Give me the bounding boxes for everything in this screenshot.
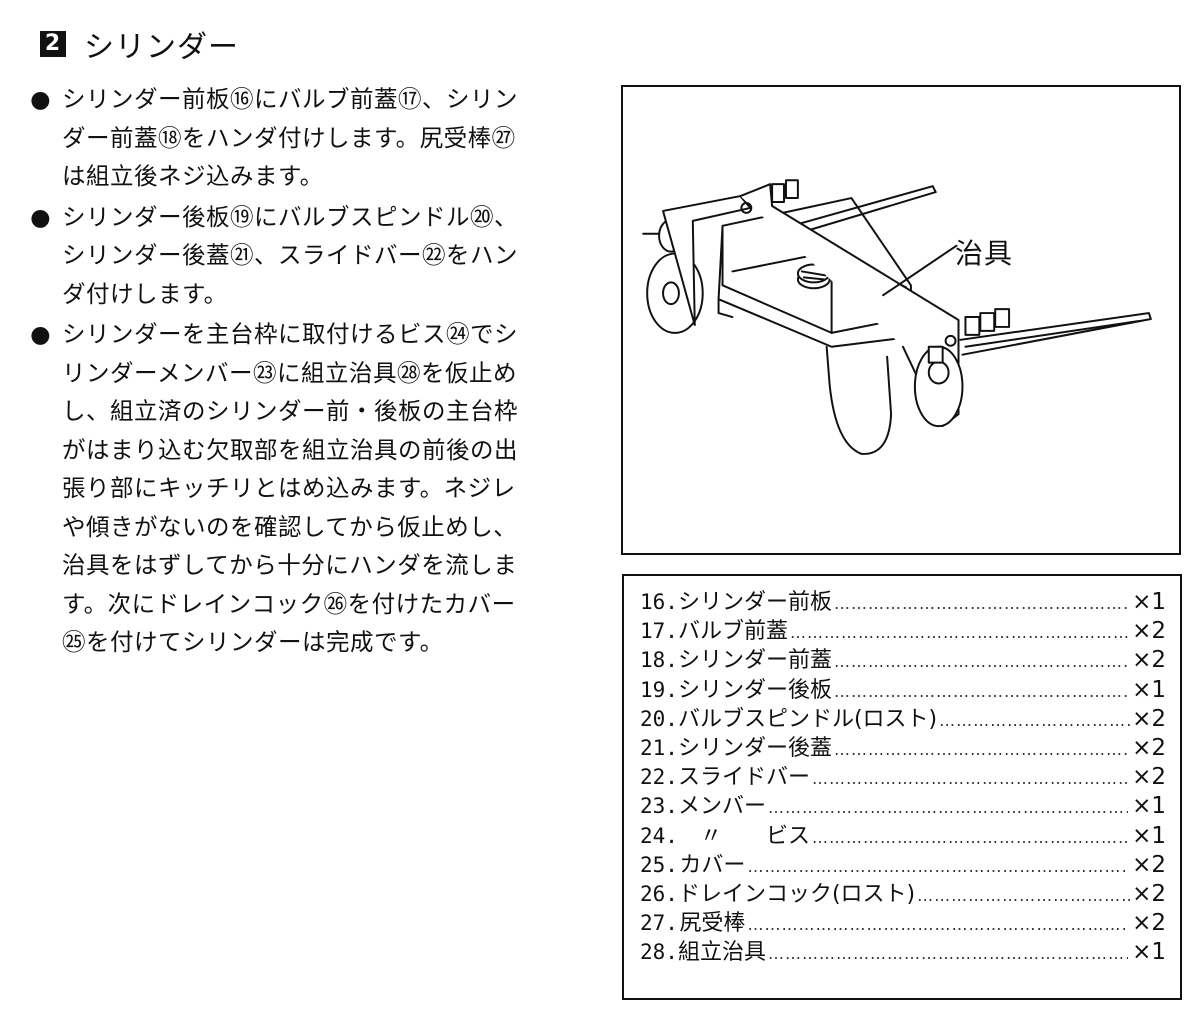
part-quantity: ×2 bbox=[1132, 705, 1166, 730]
part-quantity: ×2 bbox=[1132, 851, 1166, 876]
parts-row: 27. 尻受棒 …………………………………………………………………… ×2 bbox=[640, 905, 1166, 934]
parts-row: 24. 〃 ビス …………………………………………………………………… ×1 bbox=[640, 818, 1166, 847]
dot-leader: …………………………………………………………………… bbox=[789, 623, 1130, 643]
part-quantity: ×2 bbox=[1132, 764, 1166, 789]
paragraph-line: し、組立済のシリンダー前・後板の主台枠 bbox=[62, 397, 518, 425]
part-number: 16. bbox=[640, 590, 678, 614]
instruction-paragraph: ● シリンダー前板⑯にバルブ前蓋⑰、シリン ダー前蓋⑱をハンダ付けします。尻受棒㉗… bbox=[30, 80, 570, 196]
part-name: シリンダー前蓋 bbox=[677, 648, 832, 672]
section-heading: 2 シリンダー bbox=[40, 22, 239, 66]
part-quantity: ×2 bbox=[1132, 880, 1166, 906]
part-number: 18. bbox=[640, 648, 678, 672]
paragraph-line: ㉕を付けてシリンダーは完成です。 bbox=[62, 628, 444, 656]
part-number: 28. bbox=[640, 940, 678, 964]
instruction-text: ● シリンダー前板⑯にバルブ前蓋⑰、シリン ダー前蓋⑱をハンダ付けします。尻受棒㉗… bbox=[30, 80, 570, 664]
dot-leader: …………………………………………………………………… bbox=[747, 856, 1126, 876]
parts-row: 25. カバー …………………………………………………………………… ×2 bbox=[640, 847, 1166, 876]
section-title: シリンダー bbox=[84, 30, 239, 65]
part-number: 25. bbox=[640, 852, 678, 876]
paragraph-line: シリンダーを主台枠に取付けるビス㉔でシ bbox=[62, 320, 518, 348]
part-name: 〃 ビス bbox=[677, 823, 810, 847]
dot-leader: …………………………………………………………………… bbox=[811, 769, 1131, 789]
dot-leader: …………………………………………………………………… bbox=[833, 594, 1130, 613]
part-number: 22. bbox=[640, 765, 678, 789]
part-name: バルブスピンドル(ロスト) bbox=[677, 706, 938, 730]
part-quantity: ×2 bbox=[1132, 618, 1166, 643]
part-quantity: ×2 bbox=[1132, 734, 1166, 760]
bullet-icon: ● bbox=[30, 202, 52, 231]
paragraph-line: シリンダー前板⑯にバルブ前蓋⑰、シリン bbox=[62, 85, 518, 113]
assembly-figure: 治具 bbox=[621, 85, 1181, 555]
section-number-badge: 2 bbox=[40, 31, 66, 57]
part-name: スライドバー bbox=[677, 765, 810, 789]
paragraph-line: 治具をはずしてから十分にハンダを流しま bbox=[62, 551, 518, 579]
dot-leader: …………………………………………………………………… bbox=[833, 681, 1130, 701]
part-name: 組立治具 bbox=[677, 940, 766, 964]
paragraph-line: す。次にドレインコック㉖を付けたカバー bbox=[62, 589, 516, 618]
part-name: シリンダー後蓋 bbox=[677, 735, 832, 760]
part-name: シリンダー前板 bbox=[677, 590, 832, 614]
part-quantity: ×1 bbox=[1132, 939, 1166, 964]
parts-row: 21. シリンダー後蓋 …………………………………………………………………… ×… bbox=[640, 730, 1166, 759]
instruction-paragraph: ● シリンダーを主台枠に取付けるビス㉔でシ リンダーメンバー㉓に組立治具㉘を仮止め… bbox=[30, 315, 570, 662]
part-name: カバー bbox=[679, 852, 746, 876]
paragraph-line: シリンダー後板⑲にバルブスピンドル⑳、 bbox=[62, 202, 518, 231]
parts-row: 18. シリンダー前蓋 …………………………………………………………………… ×… bbox=[640, 642, 1166, 671]
dot-leader: …………………………………………………………………… bbox=[939, 710, 1130, 730]
part-number: 27. bbox=[640, 911, 678, 935]
jig-callout-label: 治具 bbox=[955, 237, 1014, 270]
parts-row: 26. ドレインコック(ロスト) ……………………………………………………………… bbox=[640, 876, 1166, 905]
paragraph-line: リンダーメンバー㉓に組立治具㉘を仮止め bbox=[62, 358, 518, 387]
bullet-icon: ● bbox=[30, 320, 52, 348]
parts-row: 23. メンバー …………………………………………………………………… ×1 bbox=[640, 788, 1166, 817]
paragraph-line: シリンダー後蓋㉑、スライドバー㉒をハン bbox=[62, 241, 518, 269]
part-name: バルブ前蓋 bbox=[677, 619, 788, 643]
part-quantity: ×2 bbox=[1132, 647, 1166, 672]
part-name: ドレインコック(ロスト) bbox=[677, 881, 916, 906]
parts-row: 28. 組立治具 …………………………………………………………………… ×1 bbox=[640, 934, 1166, 963]
part-number: 17. bbox=[640, 619, 678, 643]
parts-row: 22. スライドバー …………………………………………………………………… ×2 bbox=[640, 759, 1166, 788]
paragraph-line: や傾きがないのを確認してから仮止めし、 bbox=[62, 512, 518, 541]
dot-leader: …………………………………………………………………… bbox=[811, 827, 1131, 847]
dot-leader: …………………………………………………………………… bbox=[767, 798, 1128, 818]
parts-row: 19. シリンダー後板 …………………………………………………………………… ×… bbox=[640, 672, 1166, 701]
part-quantity: ×1 bbox=[1132, 589, 1166, 614]
dot-leader: …………………………………………………………………… bbox=[747, 915, 1126, 935]
part-number: 23. bbox=[640, 794, 678, 818]
part-number: 19. bbox=[640, 677, 678, 701]
paragraph-line: ダー前蓋⑱をハンダ付けします。尻受棒㉗ bbox=[62, 123, 516, 152]
part-number: 20. bbox=[640, 706, 678, 730]
part-number: 24. bbox=[640, 823, 678, 847]
part-number: 21. bbox=[640, 735, 678, 760]
instruction-paragraph: ● シリンダー後板⑲にバルブスピンドル⑳、 シリンダー後蓋㉑、スライドバー㉒をハン… bbox=[30, 198, 570, 314]
parts-row: 16. シリンダー前板 …………………………………………………………………… ×… bbox=[640, 584, 1166, 613]
dot-leader: …………………………………………………………………… bbox=[833, 739, 1130, 759]
parts-row: 17. バルブ前蓋 …………………………………………………………………… ×2 bbox=[640, 613, 1166, 642]
cylinder-jig-illustration bbox=[642, 179, 1152, 455]
paragraph-line: は組立後ネジ込みます。 bbox=[62, 162, 324, 190]
dot-leader: …………………………………………………………………… bbox=[767, 944, 1128, 964]
paragraph-line: ダ付けします。 bbox=[62, 279, 228, 308]
paragraph-line: がはまり込む欠取部を組立治具の前後の出 bbox=[62, 435, 518, 464]
parts-list: 16. シリンダー前板 …………………………………………………………………… ×… bbox=[622, 574, 1182, 1000]
dot-leader: …………………………………………………………………… bbox=[833, 652, 1130, 672]
dot-leader: …………………………………………………………………… bbox=[917, 885, 1131, 905]
part-number: 26. bbox=[640, 881, 678, 906]
parts-row: 20. バルブスピンドル(ロスト) …………………………………………………………… bbox=[640, 701, 1166, 730]
part-quantity: ×2 bbox=[1132, 910, 1166, 935]
part-name: 尻受棒 bbox=[679, 911, 746, 935]
part-quantity: ×1 bbox=[1132, 676, 1166, 701]
part-name: シリンダー後板 bbox=[677, 677, 832, 701]
bullet-icon: ● bbox=[30, 85, 52, 113]
part-name: メンバー bbox=[677, 794, 766, 818]
paragraph-line: 張り部にキッチリとはめ込みます。ネジレ bbox=[62, 474, 516, 502]
part-quantity: ×1 bbox=[1132, 822, 1166, 847]
part-quantity: ×1 bbox=[1132, 793, 1166, 818]
